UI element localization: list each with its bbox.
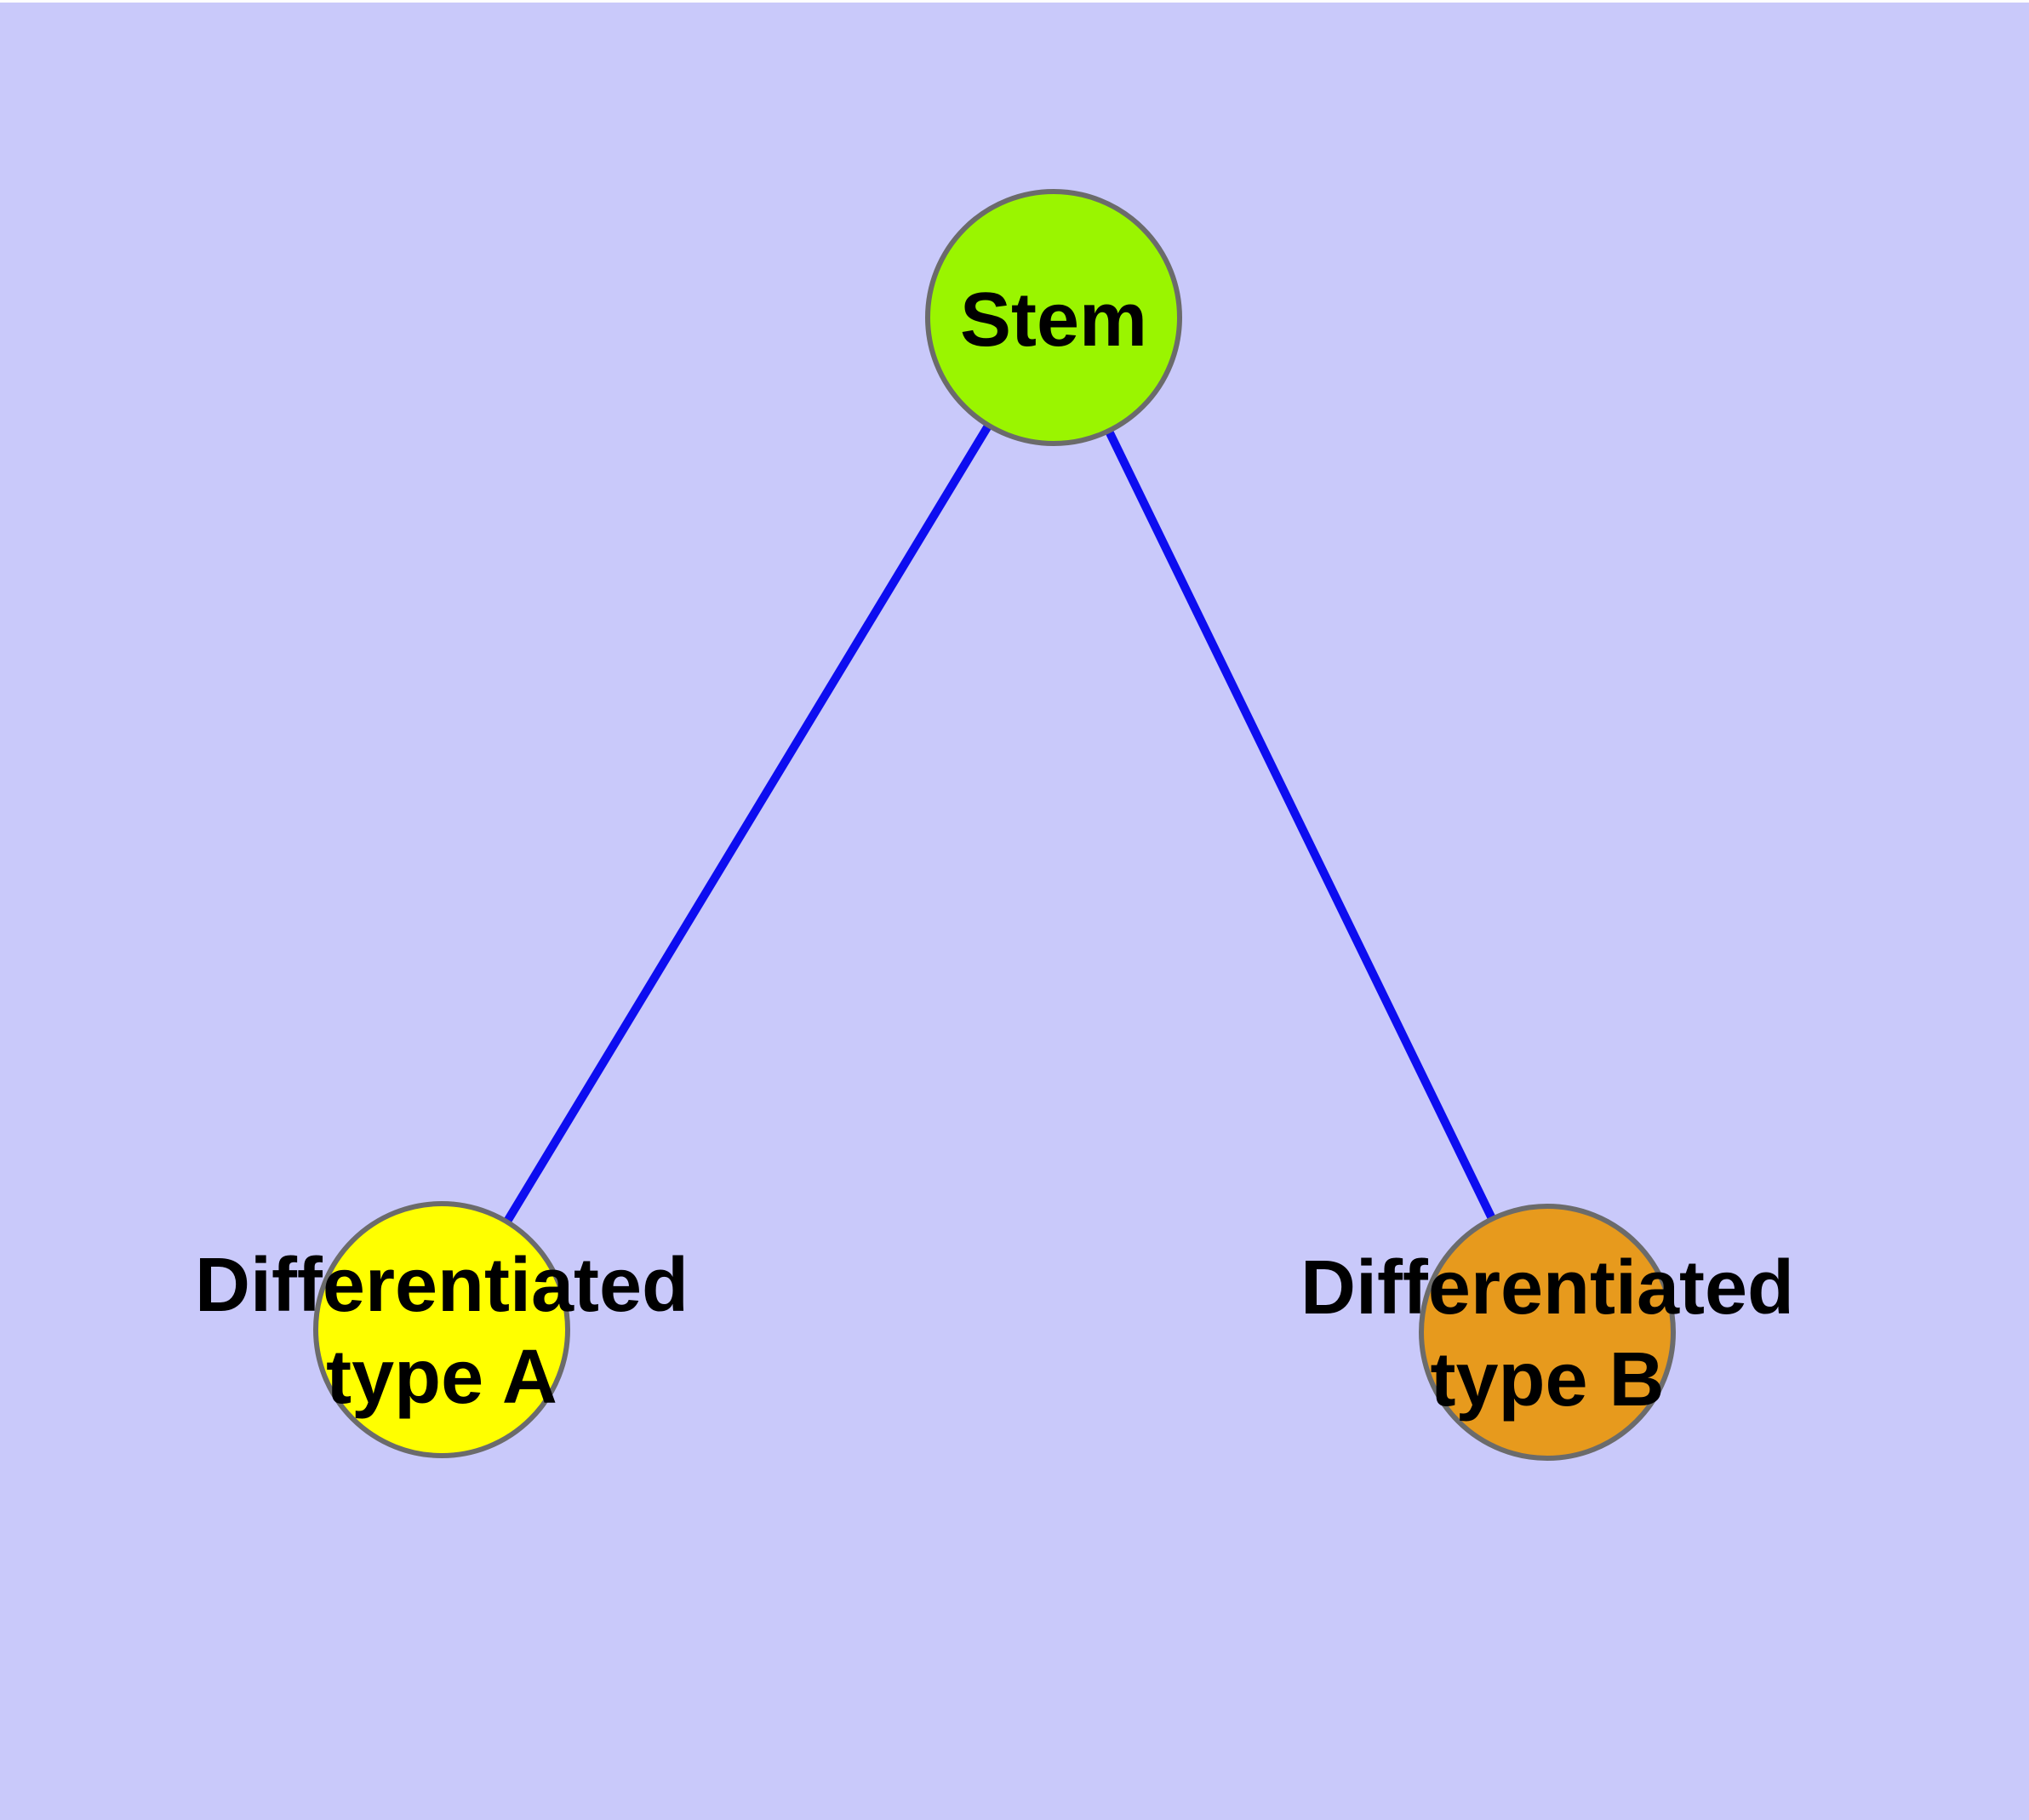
node-stem-label: Stem [960, 278, 1147, 363]
edge-stem-to-type-a [437, 315, 1058, 1332]
node-differentiated-type-b: Differentiated type B [1300, 1204, 1794, 1461]
node-differentiated-type-a-circle [313, 1201, 570, 1458]
top-margin-strip [0, 0, 2029, 3]
node-differentiated-type-a-label-line1: Differentiated [195, 1243, 689, 1328]
edge-layer [437, 315, 1552, 1335]
node-differentiated-type-b-label-line1: Differentiated [1300, 1245, 1794, 1331]
node-stem: Stem [925, 189, 1182, 446]
node-differentiated-type-b-label-line2: type B [1430, 1337, 1664, 1422]
node-differentiated-type-a: Differentiated type A [195, 1201, 689, 1458]
node-stem-circle [925, 189, 1182, 446]
edge-stem-to-type-b [1049, 315, 1552, 1335]
node-differentiated-type-b-circle [1419, 1204, 1676, 1461]
node-differentiated-type-a-label-line2: type A [326, 1335, 557, 1420]
